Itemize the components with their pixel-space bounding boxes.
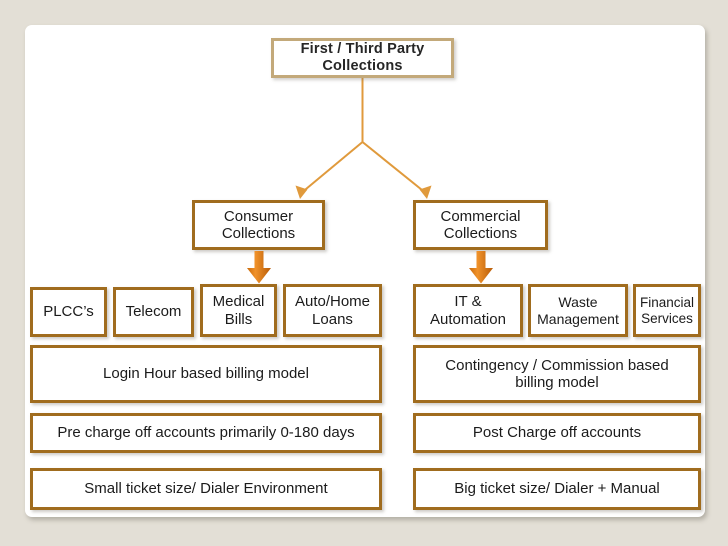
vertical-box-medical-bills[interactable]: Medical Bills	[200, 284, 277, 337]
vertical-box-waste-management[interactable]: Waste Management	[528, 284, 628, 337]
vertical-box-telecom-line1: Telecom	[125, 303, 182, 321]
branch-heading-consumer-line2: Collections	[221, 225, 296, 242]
slide-canvas: First / Third Party Collections Consumer…	[25, 25, 705, 517]
vertical-box-financial-line1: Financial	[639, 294, 695, 310]
vertical-box-it-automation[interactable]: IT & Automation	[413, 284, 523, 337]
vertical-box-financial-line2: Services	[641, 310, 693, 326]
branch-heading-commercial-line2: Collections	[443, 225, 518, 242]
attribute-box-commercial-billing-model-line1: Contingency / Commission based	[445, 356, 669, 374]
vertical-box-plccs-line1: PLCC’s	[43, 303, 94, 321]
vertical-box-it-line1: IT &	[454, 293, 482, 311]
root-node-first-third-party-collections[interactable]: First / Third Party Collections	[271, 38, 454, 78]
attribute-box-consumer-ticket-size-text: Small ticket size/ Dialer Environment	[84, 480, 328, 498]
vertical-box-financial-services[interactable]: Financial Services	[633, 284, 701, 337]
attribute-box-commercial-ticket-size-text: Big ticket size/ Dialer + Manual	[454, 480, 660, 498]
vertical-box-plccs[interactable]: PLCC’s	[30, 287, 107, 337]
down-arrow-icon-commercial	[469, 251, 493, 284]
down-arrow-icon-consumer	[247, 251, 271, 284]
attribute-box-consumer-accounts[interactable]: Pre charge off accounts primarily 0-180 …	[30, 413, 382, 453]
attribute-box-consumer-billing-model[interactable]: Login Hour based billing model	[30, 345, 382, 403]
branch-heading-commercial-collections[interactable]: Commercial Collections	[413, 200, 548, 250]
attribute-box-commercial-billing-model[interactable]: Contingency / Commission based billing m…	[413, 345, 701, 403]
branch-heading-consumer-line1: Consumer	[223, 207, 294, 225]
vertical-box-waste-line2: Management	[537, 310, 619, 327]
branch-heading-consumer-collections[interactable]: Consumer Collections	[192, 200, 325, 250]
branch-heading-commercial-line1: Commercial	[440, 207, 521, 225]
attribute-box-commercial-accounts-text: Post Charge off accounts	[472, 424, 642, 442]
attribute-box-commercial-accounts[interactable]: Post Charge off accounts	[413, 413, 701, 453]
vertical-box-auto-home-loans[interactable]: Auto/Home Loans	[283, 284, 382, 337]
attribute-box-commercial-ticket-size[interactable]: Big ticket size/ Dialer + Manual	[413, 468, 701, 510]
root-node-line2: Collections	[322, 58, 403, 74]
vertical-box-waste-line1: Waste	[558, 294, 598, 311]
root-node-line1: First / Third Party	[300, 41, 425, 58]
attribute-box-consumer-billing-model-text: Login Hour based billing model	[103, 365, 309, 383]
vertical-box-medical-line2: Bills	[224, 310, 253, 328]
vertical-box-autohome-line2: Loans	[312, 310, 353, 328]
vertical-box-telecom[interactable]: Telecom	[113, 287, 194, 337]
vertical-box-medical-line1: Medical	[212, 293, 265, 311]
vertical-box-autohome-line1: Auto/Home	[294, 293, 371, 311]
attribute-box-consumer-accounts-text: Pre charge off accounts primarily 0-180 …	[57, 424, 355, 442]
vertical-box-it-line2: Automation	[430, 310, 506, 328]
attribute-box-consumer-ticket-size[interactable]: Small ticket size/ Dialer Environment	[30, 468, 382, 510]
attribute-box-commercial-billing-model-line2: billing model	[515, 374, 599, 391]
